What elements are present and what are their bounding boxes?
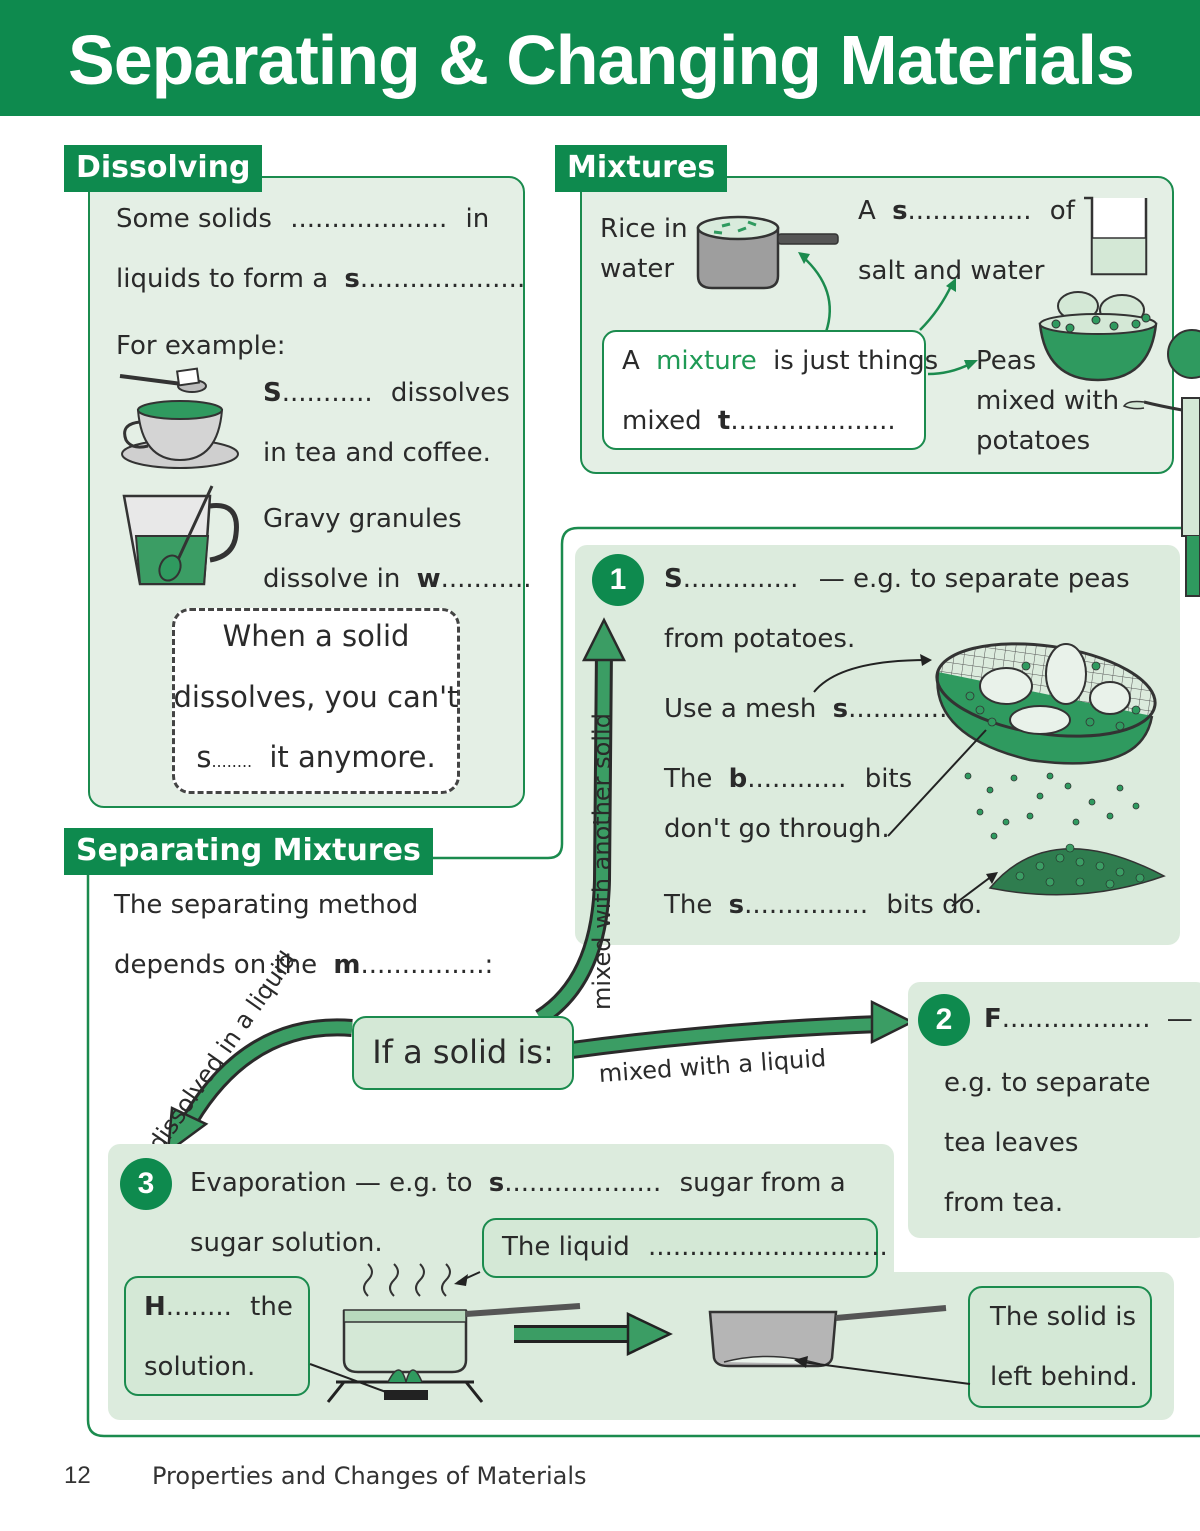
note-line3: s........ it anymore. [196, 740, 436, 774]
solid-line2: left behind. [990, 1362, 1138, 1392]
tea-cup-icon [119, 367, 239, 469]
liquid-box [482, 1218, 878, 1278]
sieving-line1: S.............. — e.g. to separate peas [664, 564, 1130, 594]
beaker-icon [1084, 196, 1148, 276]
arrow-up-label: mixed with another solid [588, 713, 616, 1010]
filtering-line4: from tea. [944, 1188, 1064, 1218]
step-2-badge: 2 [918, 994, 970, 1046]
mesh-line: Use a mesh s............ [664, 694, 947, 724]
big-bits-line2: don't go through. [664, 814, 890, 844]
dissolving-line1: Some solids ................... in [116, 204, 490, 234]
gravy-line2: dissolve in w........... [263, 564, 532, 594]
gravy-line: Gravy granules [263, 504, 462, 534]
definition-line2: mixed t.................... [622, 406, 896, 436]
saucepan-icon [696, 215, 839, 290]
dissolve-note-box [172, 608, 460, 794]
filtering-line3: tea leaves [944, 1128, 1079, 1158]
for-example-label: For example: [116, 331, 286, 361]
page-title: Separating & Changing Materials [68, 21, 1135, 99]
evaporation-line1: Evaporation — e.g. to s.................… [190, 1168, 846, 1198]
sieving-line2: from potatoes. [664, 624, 856, 654]
scientist-character-icon [1122, 329, 1200, 597]
footer-section-title: Properties and Changes of Materials [152, 1462, 587, 1490]
separating-line1: The separating method [114, 890, 419, 920]
dissolving-line2: liquids to form a s.................... [116, 264, 526, 294]
if-solid-label: If a solid is: [372, 1033, 554, 1071]
step-1-badge: 1 [592, 554, 644, 606]
peas-line1: Peas [976, 346, 1037, 376]
sieve-icon [935, 642, 1166, 896]
page-number: 12 [64, 1462, 91, 1489]
solid-line1: The solid is [990, 1302, 1137, 1332]
solid-left-box [968, 1286, 1152, 1408]
peas-bowl-icon [1038, 291, 1158, 382]
filtering-line1: F.................. — [984, 1004, 1193, 1034]
mixture-definition-box [602, 330, 926, 450]
evaporation-line2: sugar solution. [190, 1228, 383, 1258]
rice-line1: Rice in [600, 214, 688, 244]
gravy-jug-icon [122, 485, 239, 586]
salt-line1: A s............... of [858, 196, 1075, 226]
if-solid-box [352, 1016, 574, 1090]
liquid-label: The liquid ............................. [502, 1232, 888, 1262]
separating-line2: depends on the m...............: [114, 950, 494, 980]
rice-line2: water [600, 254, 675, 284]
filtering-line2: e.g. to separate [944, 1068, 1151, 1098]
peas-line3: potatoes [976, 426, 1091, 456]
sieve-pointers [813, 654, 998, 907]
heat-line1: H........ the [144, 1292, 293, 1322]
mixture-arrows [798, 252, 978, 376]
heat-line2: solution. [144, 1352, 256, 1382]
peas-line2: mixed with [976, 386, 1120, 416]
step-3-badge: 3 [120, 1158, 172, 1210]
tea-line: in tea and coffee. [263, 438, 491, 468]
salt-line2: salt and water [858, 256, 1045, 286]
heat-box [124, 1276, 310, 1396]
dissolving-tag: Dissolving [64, 145, 263, 192]
note-line1: When a solid [222, 619, 410, 653]
header-bar [0, 0, 1200, 116]
definition-line1: A mixture is just things [622, 346, 939, 376]
sugar-line: S........... dissolves [263, 378, 510, 408]
big-bits-line1: The b............ bits [664, 764, 913, 794]
evaporation-diagram [309, 1263, 971, 1403]
mixtures-tag: Mixtures [555, 145, 728, 192]
separating-tag: Separating Mixtures [64, 828, 433, 875]
note-line2: dissolves, you can't [173, 680, 459, 714]
